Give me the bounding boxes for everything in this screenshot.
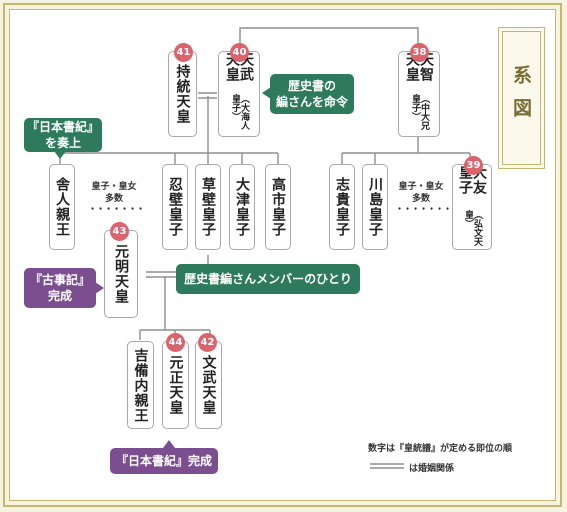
- callout-nihonshoki-presented: 『日本書紀』 を奏上: [24, 118, 102, 152]
- person-takechi: 高市皇子: [265, 164, 291, 250]
- reign-number-badge-monmu: 42: [198, 333, 217, 352]
- legend-marriage-note: は婚姻関係: [409, 464, 455, 474]
- connector-tenji-genmei-hidden: [300, 137, 418, 153]
- person-kusakabe: 草壁皇子: [195, 164, 221, 250]
- person-toneri: 舎人親王: [49, 164, 75, 250]
- person-osakabe: 忍壁皇子: [162, 164, 188, 250]
- outer-frame: [3, 3, 562, 507]
- callout-pointer: [262, 87, 271, 99]
- callout-history-order: 歴史書の 編さんを命令: [270, 74, 354, 114]
- connector-tenmu-tenji: [239, 27, 419, 46]
- callout-nihonshoki-completed: 『日本書紀』完成: [110, 448, 218, 474]
- reign-number-badge-otomo: 39: [464, 156, 483, 175]
- person-jito: 持統天皇: [168, 51, 197, 137]
- person-tenmu: 天武天皇（大海人皇子）: [218, 51, 260, 137]
- note-many-children-left: 皇子・皇女多数・・・・・・・: [88, 182, 145, 216]
- person-shiki: 志貴皇子: [329, 164, 355, 250]
- reign-number-badge-tenji: 38: [410, 43, 429, 62]
- person-gensho: 元正天皇: [162, 341, 189, 429]
- note-many-children-right: 皇子・皇女多数・・・・・・・: [395, 182, 452, 216]
- person-otsu: 大津皇子: [229, 164, 255, 250]
- person-otomo: 大友皇子（弘文天皇）: [452, 164, 492, 250]
- person-kibi: 吉備内親王: [127, 341, 154, 429]
- callout-pointer: [95, 282, 104, 294]
- callout-pointer: [54, 151, 66, 159]
- person-monmu: 文武天皇: [195, 341, 222, 429]
- legend-number-note: 数字は『皇統譜』が定める即位の順: [368, 444, 513, 454]
- reign-number-badge-gensho: 44: [166, 333, 185, 352]
- title-panel: 系図: [498, 27, 545, 169]
- reign-number-badge-genmei: 43: [110, 222, 129, 241]
- page-title: 系図: [502, 31, 541, 165]
- reign-number-badge-jito: 41: [174, 43, 193, 62]
- person-kawashima: 川島皇子: [362, 164, 388, 250]
- callout-pointer: [163, 440, 175, 448]
- callout-kojiki-completed: 『古事記』完成: [24, 268, 96, 308]
- person-genmei: 元明天皇: [104, 230, 138, 318]
- person-tenji: 天智天皇（中大兄皇子）: [398, 51, 440, 137]
- reign-number-badge-tenmu: 40: [230, 43, 249, 62]
- callout-editorial-member: 歴史書編さんメンバーのひとり: [176, 264, 360, 294]
